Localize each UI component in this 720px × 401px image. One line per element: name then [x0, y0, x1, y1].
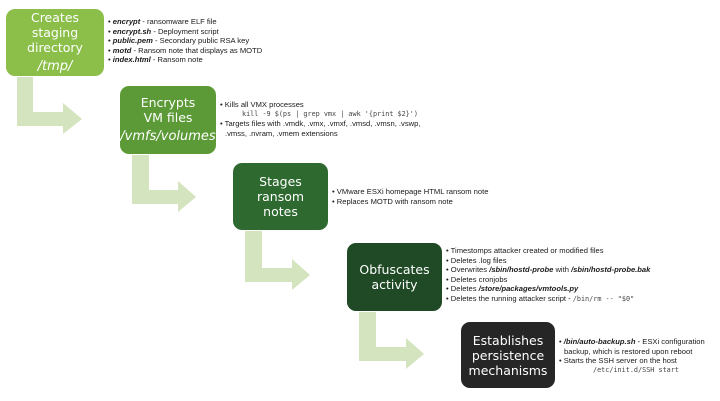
step-path: /vmfs/volumes [120, 129, 216, 144]
note-item: • VMware ESXi homepage HTML ransom note [332, 187, 489, 196]
code-snippet: /etc/init.d/SSH start [593, 365, 679, 374]
arrow-step2-to-step3 [132, 155, 196, 212]
step-box-staging: Creates staging directory /tmp/ [6, 9, 104, 76]
note-item: • Deletes cronjobs [446, 274, 508, 284]
step-title: Stages ransom notes [256, 174, 305, 219]
note-item: • Deletes the running attacker script - … [446, 293, 635, 303]
note-continuation: .vmss, .nvram, .vmem extensions [225, 128, 338, 138]
note-item: • index.html - Ransom note [108, 55, 203, 65]
code-snippet: /bin/rm -- "$0" [572, 294, 635, 303]
note-item: • Targets files with .vmdk, .vmx, .vmxf,… [220, 119, 421, 129]
step-path: /tmp/ [37, 59, 73, 74]
note-item: • /bin/auto-backup.sh - ESXi configurati… [559, 337, 705, 346]
step-box-persistence: Establishes persistence mechanisms [461, 322, 555, 388]
note-item: • Deletes .log files [446, 255, 507, 265]
note-item: • Timestomps attacker created or modifie… [446, 246, 604, 255]
step-title: Obfuscates activity [359, 262, 430, 292]
arrow-step3-to-step4 [245, 231, 310, 290]
step-box-encrypt: Encrypts VM files /vmfs/volumes [120, 86, 216, 154]
code-snippet: kill -9 $(ps | grep vmx | awk '{print $2… [242, 109, 418, 118]
step-box-ransom-notes: Stages ransom notes [233, 163, 328, 230]
note-item: • public.pem - Secondary public RSA key [108, 36, 250, 46]
step-title: Encrypts VM files [140, 95, 196, 125]
step-notes-obfuscate: • Timestomps attacker created or modifie… [446, 246, 650, 305]
step-title: Establishes persistence mechanisms [468, 332, 548, 378]
arrow-step4-to-step5 [359, 312, 424, 369]
note-item: • encrypt.sh - Deployment script [108, 26, 219, 36]
step-notes-staging: • encrypt - ransomware ELF file • encryp… [108, 17, 262, 65]
step-notes-persistence: • /bin/auto-backup.sh - ESXi configurati… [559, 337, 705, 375]
note-continuation: backup, which is restored upon reboot [564, 346, 693, 356]
note-item: • motd - Ransom note that displays as MO… [108, 45, 263, 55]
step-notes-encrypt: • Kills all VMX processes kill -9 $(ps |… [220, 100, 420, 138]
step-title: Creates staging directory [27, 10, 83, 55]
note-item: • Deletes /store/packages/vmtools.py [446, 284, 579, 294]
note-item: • Kills all VMX processes [220, 100, 304, 109]
note-item: • encrypt - ransomware ELF file [108, 17, 217, 26]
note-item: • Replaces MOTD with ransom note [332, 196, 453, 206]
step-box-obfuscate: Obfuscates activity [347, 243, 442, 311]
step-notes-ransom-notes: • VMware ESXi homepage HTML ransom note … [332, 187, 488, 206]
arrow-step1-to-step2 [17, 77, 82, 134]
note-item: • Overwrites /sbin/hostd-probe with /sbi… [446, 265, 651, 275]
note-item: • Starts the SSH server on the host [559, 356, 677, 366]
